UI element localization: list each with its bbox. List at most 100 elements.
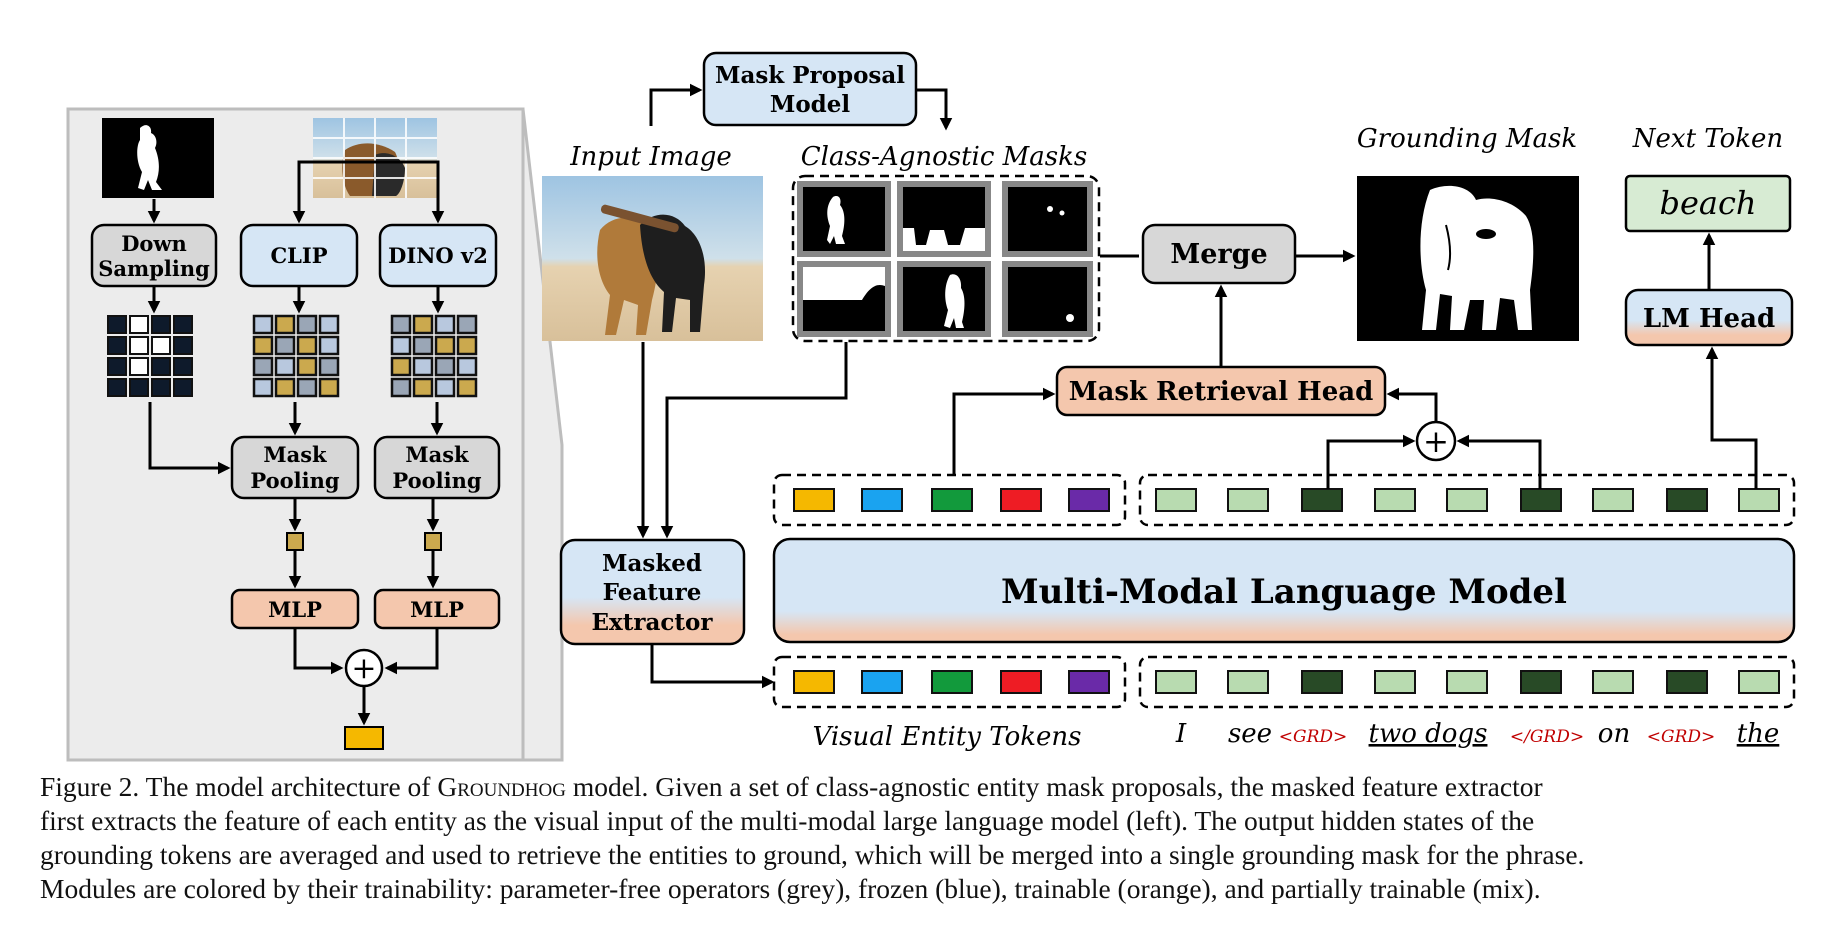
masked-feature-label-1: Masked <box>602 550 702 577</box>
mask-retrieval-head-box: Mask Retrieval Head <box>1055 365 1387 417</box>
grid-cell <box>274 335 296 356</box>
clip-box: CLIP <box>239 223 359 288</box>
visual-entity-tokens-label: Visual Entity Tokens <box>813 722 1082 752</box>
visual-token <box>931 488 973 512</box>
entity-output-token <box>344 726 384 750</box>
patch-image-thumbnail <box>313 118 437 198</box>
grid-cell <box>390 314 412 335</box>
next-token-box: beach <box>1624 174 1792 233</box>
visual-token <box>931 670 973 694</box>
pooled-token-clip <box>286 532 304 551</box>
merge-box: Merge <box>1141 223 1297 285</box>
grid-cell <box>318 314 340 335</box>
visual-token <box>1068 488 1110 512</box>
text-token <box>1520 670 1562 694</box>
input-image <box>542 176 763 341</box>
grid-cell <box>107 315 127 334</box>
mask-pooling-2-label-2: Pooling <box>392 468 481 493</box>
grid-cell <box>274 314 296 335</box>
word-the: the <box>1737 719 1780 749</box>
caption-line-4: Modules are colored by their trainabilit… <box>40 873 1541 904</box>
visual-token <box>793 488 835 512</box>
grid-cell <box>390 356 412 377</box>
mlp-box-2: MLP <box>373 588 501 630</box>
grid-cell <box>456 314 478 335</box>
grid-cell <box>151 378 171 397</box>
grid-cell <box>173 378 193 397</box>
class-agnostic-masks-label: Class-Agnostic Masks <box>801 142 1088 172</box>
word-i: I <box>1175 719 1187 749</box>
grid-cell <box>318 335 340 356</box>
mask-pooling-1-label-2: Pooling <box>250 468 339 493</box>
lm-head-box: LM Head <box>1624 288 1794 347</box>
sum-operator-right-symbol: + <box>1423 424 1449 460</box>
grid-cell <box>296 314 318 335</box>
grid-cell <box>107 378 127 397</box>
grid-cell <box>173 357 193 376</box>
grid-cell <box>390 377 412 398</box>
mask-retrieval-head-label: Mask Retrieval Head <box>1069 377 1374 407</box>
grid-cell <box>252 356 274 377</box>
grid-cell <box>173 336 193 355</box>
next-token-text: beach <box>1659 184 1756 222</box>
visual-token <box>861 488 903 512</box>
mask-proposal-model-box: Mask Proposal Model <box>702 51 918 127</box>
caption-line-1-b: model. Given a set of class-agnostic ent… <box>565 771 1543 802</box>
text-token <box>1446 670 1488 694</box>
mllm-box: Multi-Modal Language Model <box>772 537 1796 644</box>
mlp-2-label: MLP <box>410 597 464 622</box>
text-token <box>1227 488 1269 512</box>
grid-cell <box>296 335 318 356</box>
mask-thumbnails <box>797 181 1093 337</box>
text-token <box>1666 670 1708 694</box>
grid-cell <box>252 377 274 398</box>
grid-cell <box>390 335 412 356</box>
text-token <box>1374 670 1416 694</box>
grid-cell <box>434 356 456 377</box>
down-sampling-box: Down Sampling <box>90 223 218 288</box>
grid-cell <box>274 356 296 377</box>
word-two-dogs: two dogs <box>1369 719 1488 749</box>
pooled-token-dino <box>424 532 442 551</box>
grid-cell <box>151 357 171 376</box>
grid-cell <box>151 336 171 355</box>
caption-line-3: grounding tokens are averaged and used t… <box>40 839 1585 870</box>
text-token <box>1520 488 1562 512</box>
sum-operator-left-symbol: + <box>351 651 376 686</box>
grid-cell <box>434 314 456 335</box>
grid-cell <box>434 377 456 398</box>
grid-cell <box>456 335 478 356</box>
text-token <box>1155 670 1197 694</box>
grid-cell <box>129 315 149 334</box>
grid-cell <box>151 315 171 334</box>
text-token <box>1227 670 1269 694</box>
grid-cell <box>296 356 318 377</box>
text-token <box>1301 670 1343 694</box>
grid-cell <box>412 377 434 398</box>
grid-cell <box>296 377 318 398</box>
text-token <box>1738 488 1780 512</box>
word-grd-open-2: <GRD> <box>1647 727 1716 747</box>
grounding-mask-image <box>1357 176 1579 341</box>
text-token <box>1666 488 1708 512</box>
mlp-1-label: MLP <box>268 597 322 622</box>
token-squares <box>793 488 1780 694</box>
sum-operator-left: + <box>344 648 384 688</box>
mask-proposal-label-1: Mask Proposal <box>715 62 905 89</box>
figure-caption: Figure 2. The model architecture of Grou… <box>40 770 1820 906</box>
text-token <box>1592 488 1634 512</box>
visual-token <box>1000 670 1042 694</box>
masked-feature-label-3: Extractor <box>592 609 714 636</box>
mask-pooling-2-label-1: Mask <box>405 442 469 467</box>
visual-token <box>1000 488 1042 512</box>
word-grd-open-1: <GRD> <box>1279 727 1348 747</box>
grid-cell <box>434 335 456 356</box>
down-sampling-label-2: Sampling <box>98 256 210 281</box>
masked-feature-label-2: Feature <box>603 579 702 606</box>
grid-cell <box>252 335 274 356</box>
caption-line-1-a: Figure 2. The model architecture of <box>40 771 438 802</box>
visual-token <box>861 670 903 694</box>
lm-head-label: LM Head <box>1643 304 1775 334</box>
main-arrows <box>636 83 1758 689</box>
